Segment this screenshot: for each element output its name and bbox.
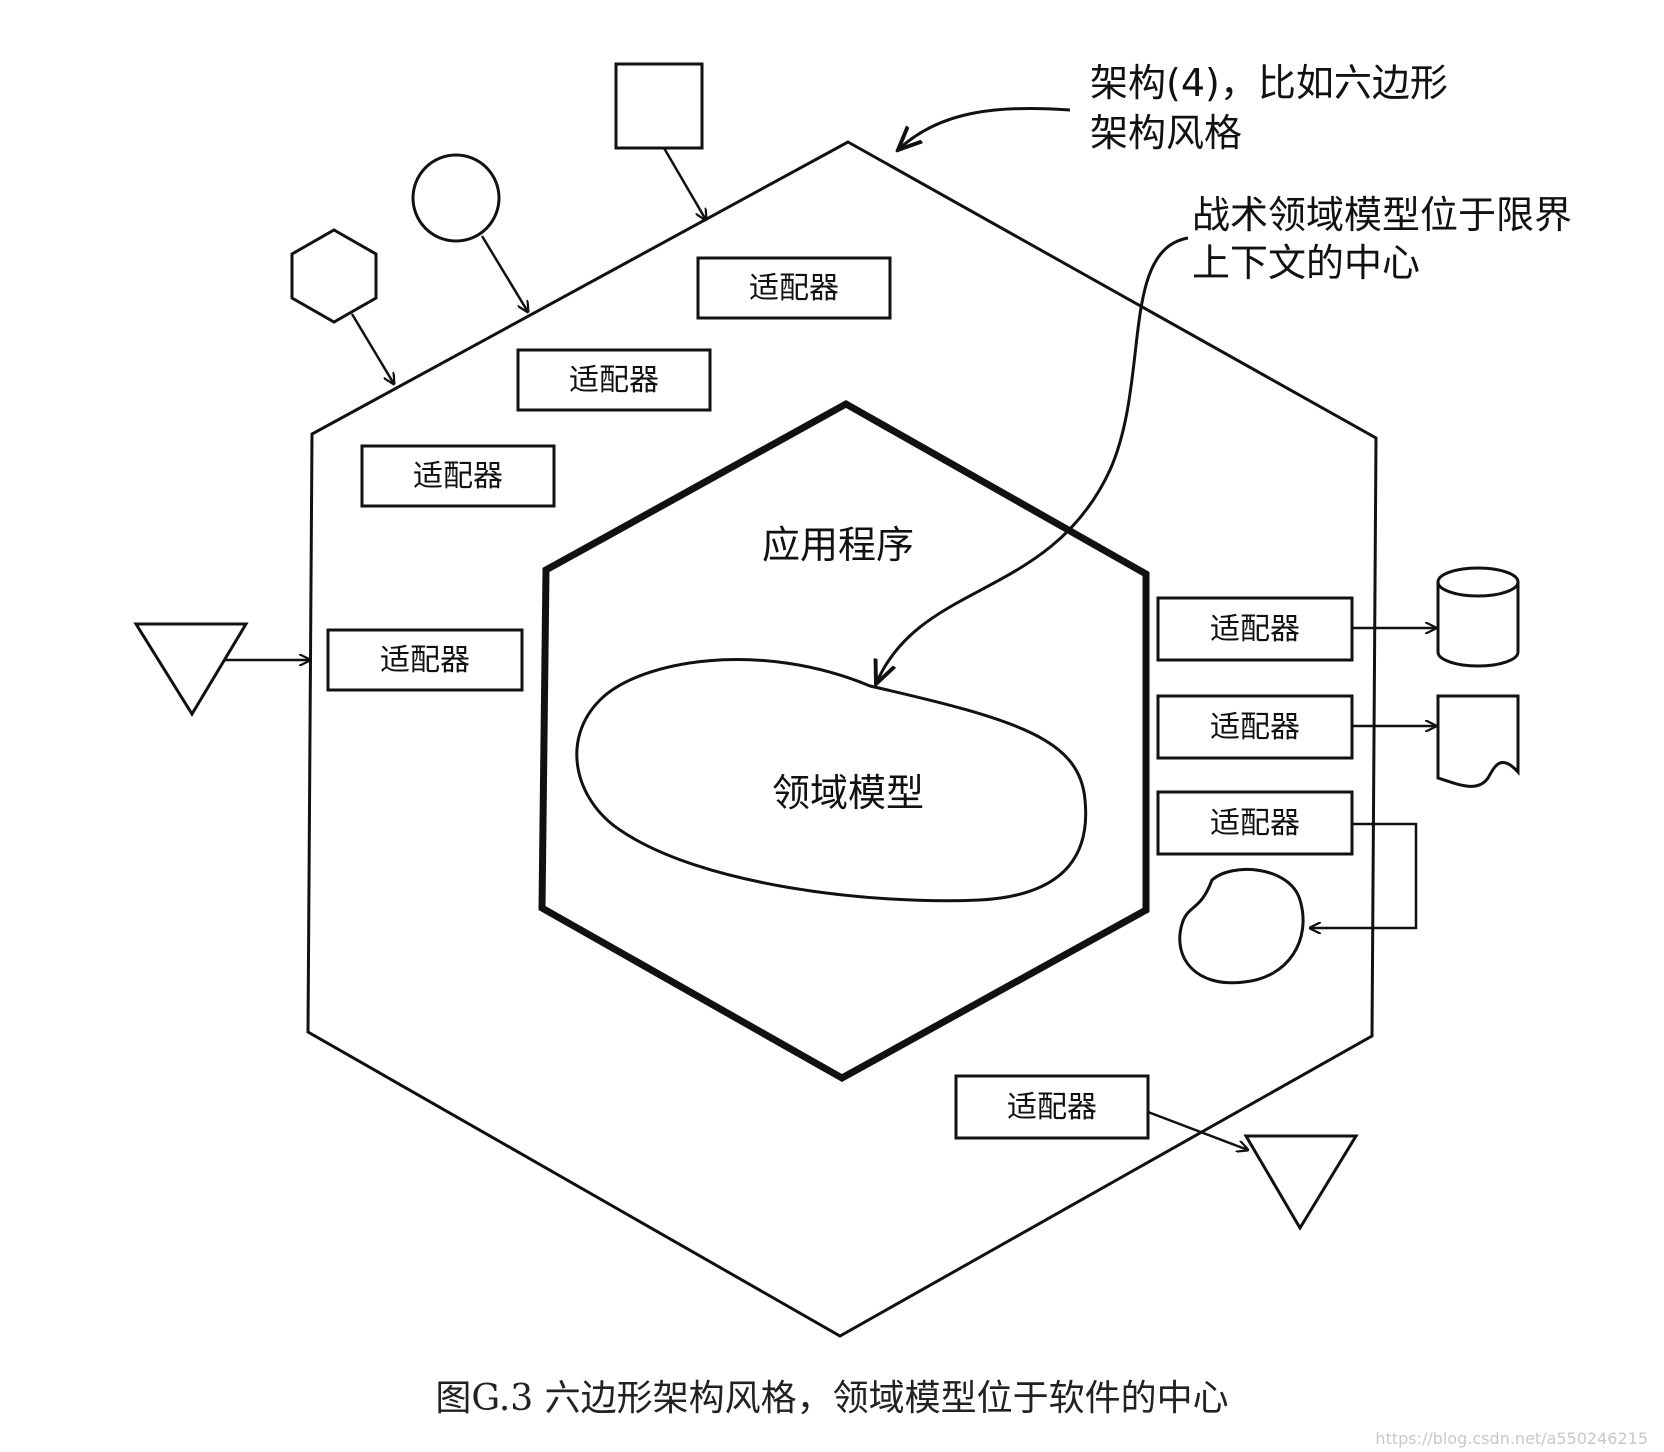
adapter-label: 适配器	[569, 363, 659, 398]
database-icon	[1436, 566, 1520, 668]
external-hexagon	[290, 228, 378, 324]
domain-note-line-2: 上下文的中心	[1192, 241, 1420, 285]
external-ellipse	[411, 153, 501, 243]
domain-note-line-1: 战术领域模型位于限界	[1192, 193, 1572, 237]
adapter-label: 适配器	[1007, 1090, 1097, 1125]
application-hexagon	[538, 399, 1150, 1083]
adapter-label: 适配器	[413, 459, 503, 494]
outer-hexagon	[306, 140, 1378, 1338]
adapter-label: 适配器	[1210, 806, 1300, 841]
external-triangle-left	[133, 622, 249, 717]
square-to-hexagon-arrow	[662, 147, 706, 220]
adapter-box: 适配器	[1156, 790, 1354, 856]
adapter-to-blob-arrow	[1310, 822, 1418, 928]
ellipse-to-hexagon-arrow	[480, 235, 528, 312]
architecture-note-line-1: 架构(4)，比如六边形	[1090, 61, 1448, 105]
external-blob	[1178, 867, 1305, 985]
application-label: 应用程序	[762, 523, 914, 567]
document-icon	[1436, 694, 1520, 788]
external-square	[614, 62, 704, 150]
adapter-box: 适配器	[1156, 596, 1354, 662]
adapter-label: 适配器	[1210, 710, 1300, 745]
adapter-box: 适配器	[1156, 694, 1354, 760]
adapter-box: 适配器	[696, 256, 892, 320]
adapter-box: 适配器	[516, 348, 712, 412]
domain-model-blob	[575, 658, 1088, 903]
adapter-label: 适配器	[749, 271, 839, 306]
adapter-label: 适配器	[1210, 612, 1300, 647]
adapter-label: 适配器	[380, 643, 470, 678]
adapter-to-triangle-arrow	[1147, 1110, 1248, 1150]
domain-model-label: 领域模型	[772, 771, 924, 815]
domain-note-arrow	[876, 236, 1189, 684]
adapter-box: 适配器	[326, 628, 524, 692]
hexagon-to-outer-arrow	[350, 313, 394, 384]
adapter-box: 适配器	[360, 444, 556, 508]
external-triangle-right	[1243, 1134, 1359, 1231]
watermark: https://blog.csdn.net/a550246215	[1375, 1429, 1648, 1448]
figure-caption: 图G.3 六边形架构风格，领域模型位于软件的中心	[435, 1378, 1228, 1419]
adapter-box: 适配器	[954, 1074, 1150, 1140]
architecture-note-line-2: 架构风格	[1090, 111, 1242, 155]
architecture-note-arrow	[898, 106, 1071, 150]
